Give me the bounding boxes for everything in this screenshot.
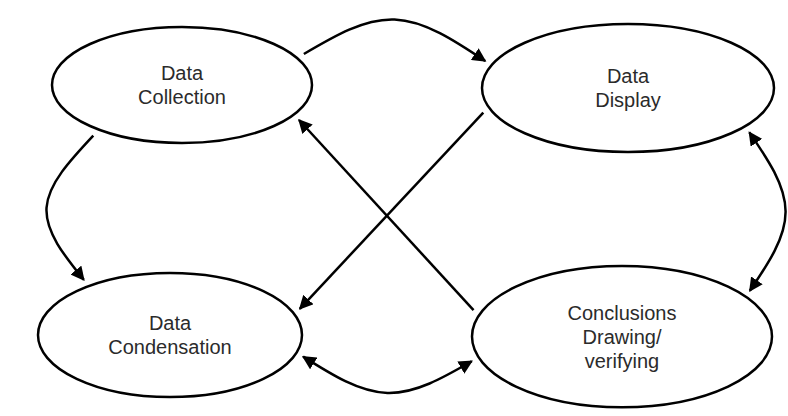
node-label: Data Condensation — [105, 311, 235, 359]
flow-arrow — [749, 132, 785, 290]
process-ellipse: Data Collection — [50, 25, 314, 145]
flow-arrow — [300, 113, 483, 309]
ellipse-outline — [480, 22, 776, 154]
process-ellipse: Data Display — [480, 22, 776, 154]
ellipse-outline — [36, 271, 304, 399]
process-ellipse: Conclusions Drawing/ verifying — [470, 264, 774, 409]
node-label: Data Display — [578, 64, 678, 112]
ellipse-shape — [52, 27, 312, 143]
flow-arrow — [303, 357, 472, 393]
text-group: Conclusions Drawing/ verifying — [552, 301, 692, 373]
text-group: Data Collection — [127, 61, 237, 109]
node-label: Conclusions Drawing/ verifying — [552, 301, 692, 373]
text-group: Data Display — [578, 64, 678, 112]
ellipse-shape — [482, 24, 774, 152]
ellipse-shape — [38, 273, 302, 397]
ellipse-outline — [50, 25, 314, 145]
flow-arrow — [304, 19, 485, 61]
ellipse-shape — [472, 266, 772, 407]
process-ellipse: Data Condensation — [36, 271, 304, 399]
flow-arrow — [46, 136, 93, 280]
node-label: Data Collection — [127, 61, 237, 109]
text-group: Data Condensation — [105, 311, 235, 359]
